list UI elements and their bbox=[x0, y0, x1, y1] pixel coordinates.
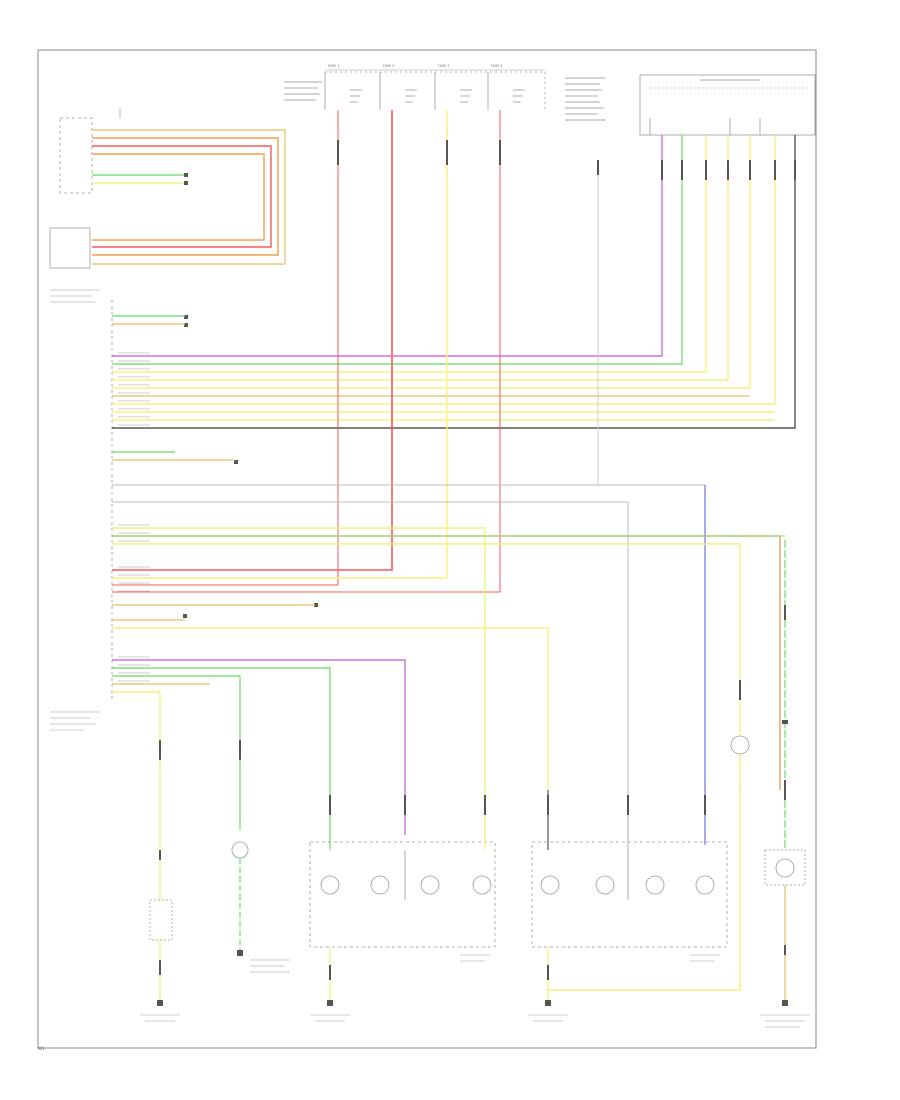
bottom-caption-rules bbox=[140, 954, 810, 1028]
right-fog-light bbox=[764, 540, 806, 1000]
pin-label-rules bbox=[50, 289, 150, 731]
fuse-label: FUSE 3 bbox=[438, 64, 449, 68]
fuse-label: FUSE 2 bbox=[383, 64, 394, 68]
fuse-label: FUSE 4 bbox=[491, 64, 502, 68]
fine-print bbox=[284, 77, 606, 121]
cluster-harness bbox=[112, 135, 796, 429]
left-fog-light bbox=[149, 899, 173, 1000]
headlight-switch-box bbox=[59, 117, 93, 194]
right-headlight bbox=[531, 780, 741, 1000]
fuse-labels: FUSE 1 FUSE 2 FUSE 3 FUSE 4 bbox=[328, 64, 502, 68]
diagram-frame bbox=[37, 49, 817, 1049]
connector-marks bbox=[159, 140, 796, 980]
fog-relay bbox=[231, 841, 249, 956]
mid-harness bbox=[112, 527, 785, 790]
fuse-group bbox=[324, 69, 546, 110]
page-tag: W1 bbox=[38, 1046, 45, 1051]
license-lamp bbox=[730, 720, 750, 790]
ground-symbols bbox=[157, 1000, 788, 1006]
fuse-label: FUSE 1 bbox=[328, 64, 339, 68]
bottom-harness bbox=[112, 659, 406, 900]
lower-harness bbox=[112, 604, 549, 790]
gray-lines bbox=[112, 170, 705, 790]
instrument-cluster-box bbox=[639, 74, 816, 136]
switch-harness bbox=[92, 129, 286, 265]
stub-wires bbox=[112, 315, 235, 461]
fuse-drops bbox=[112, 110, 501, 593]
switch-label-box bbox=[49, 227, 91, 269]
left-headlight bbox=[309, 790, 496, 1000]
